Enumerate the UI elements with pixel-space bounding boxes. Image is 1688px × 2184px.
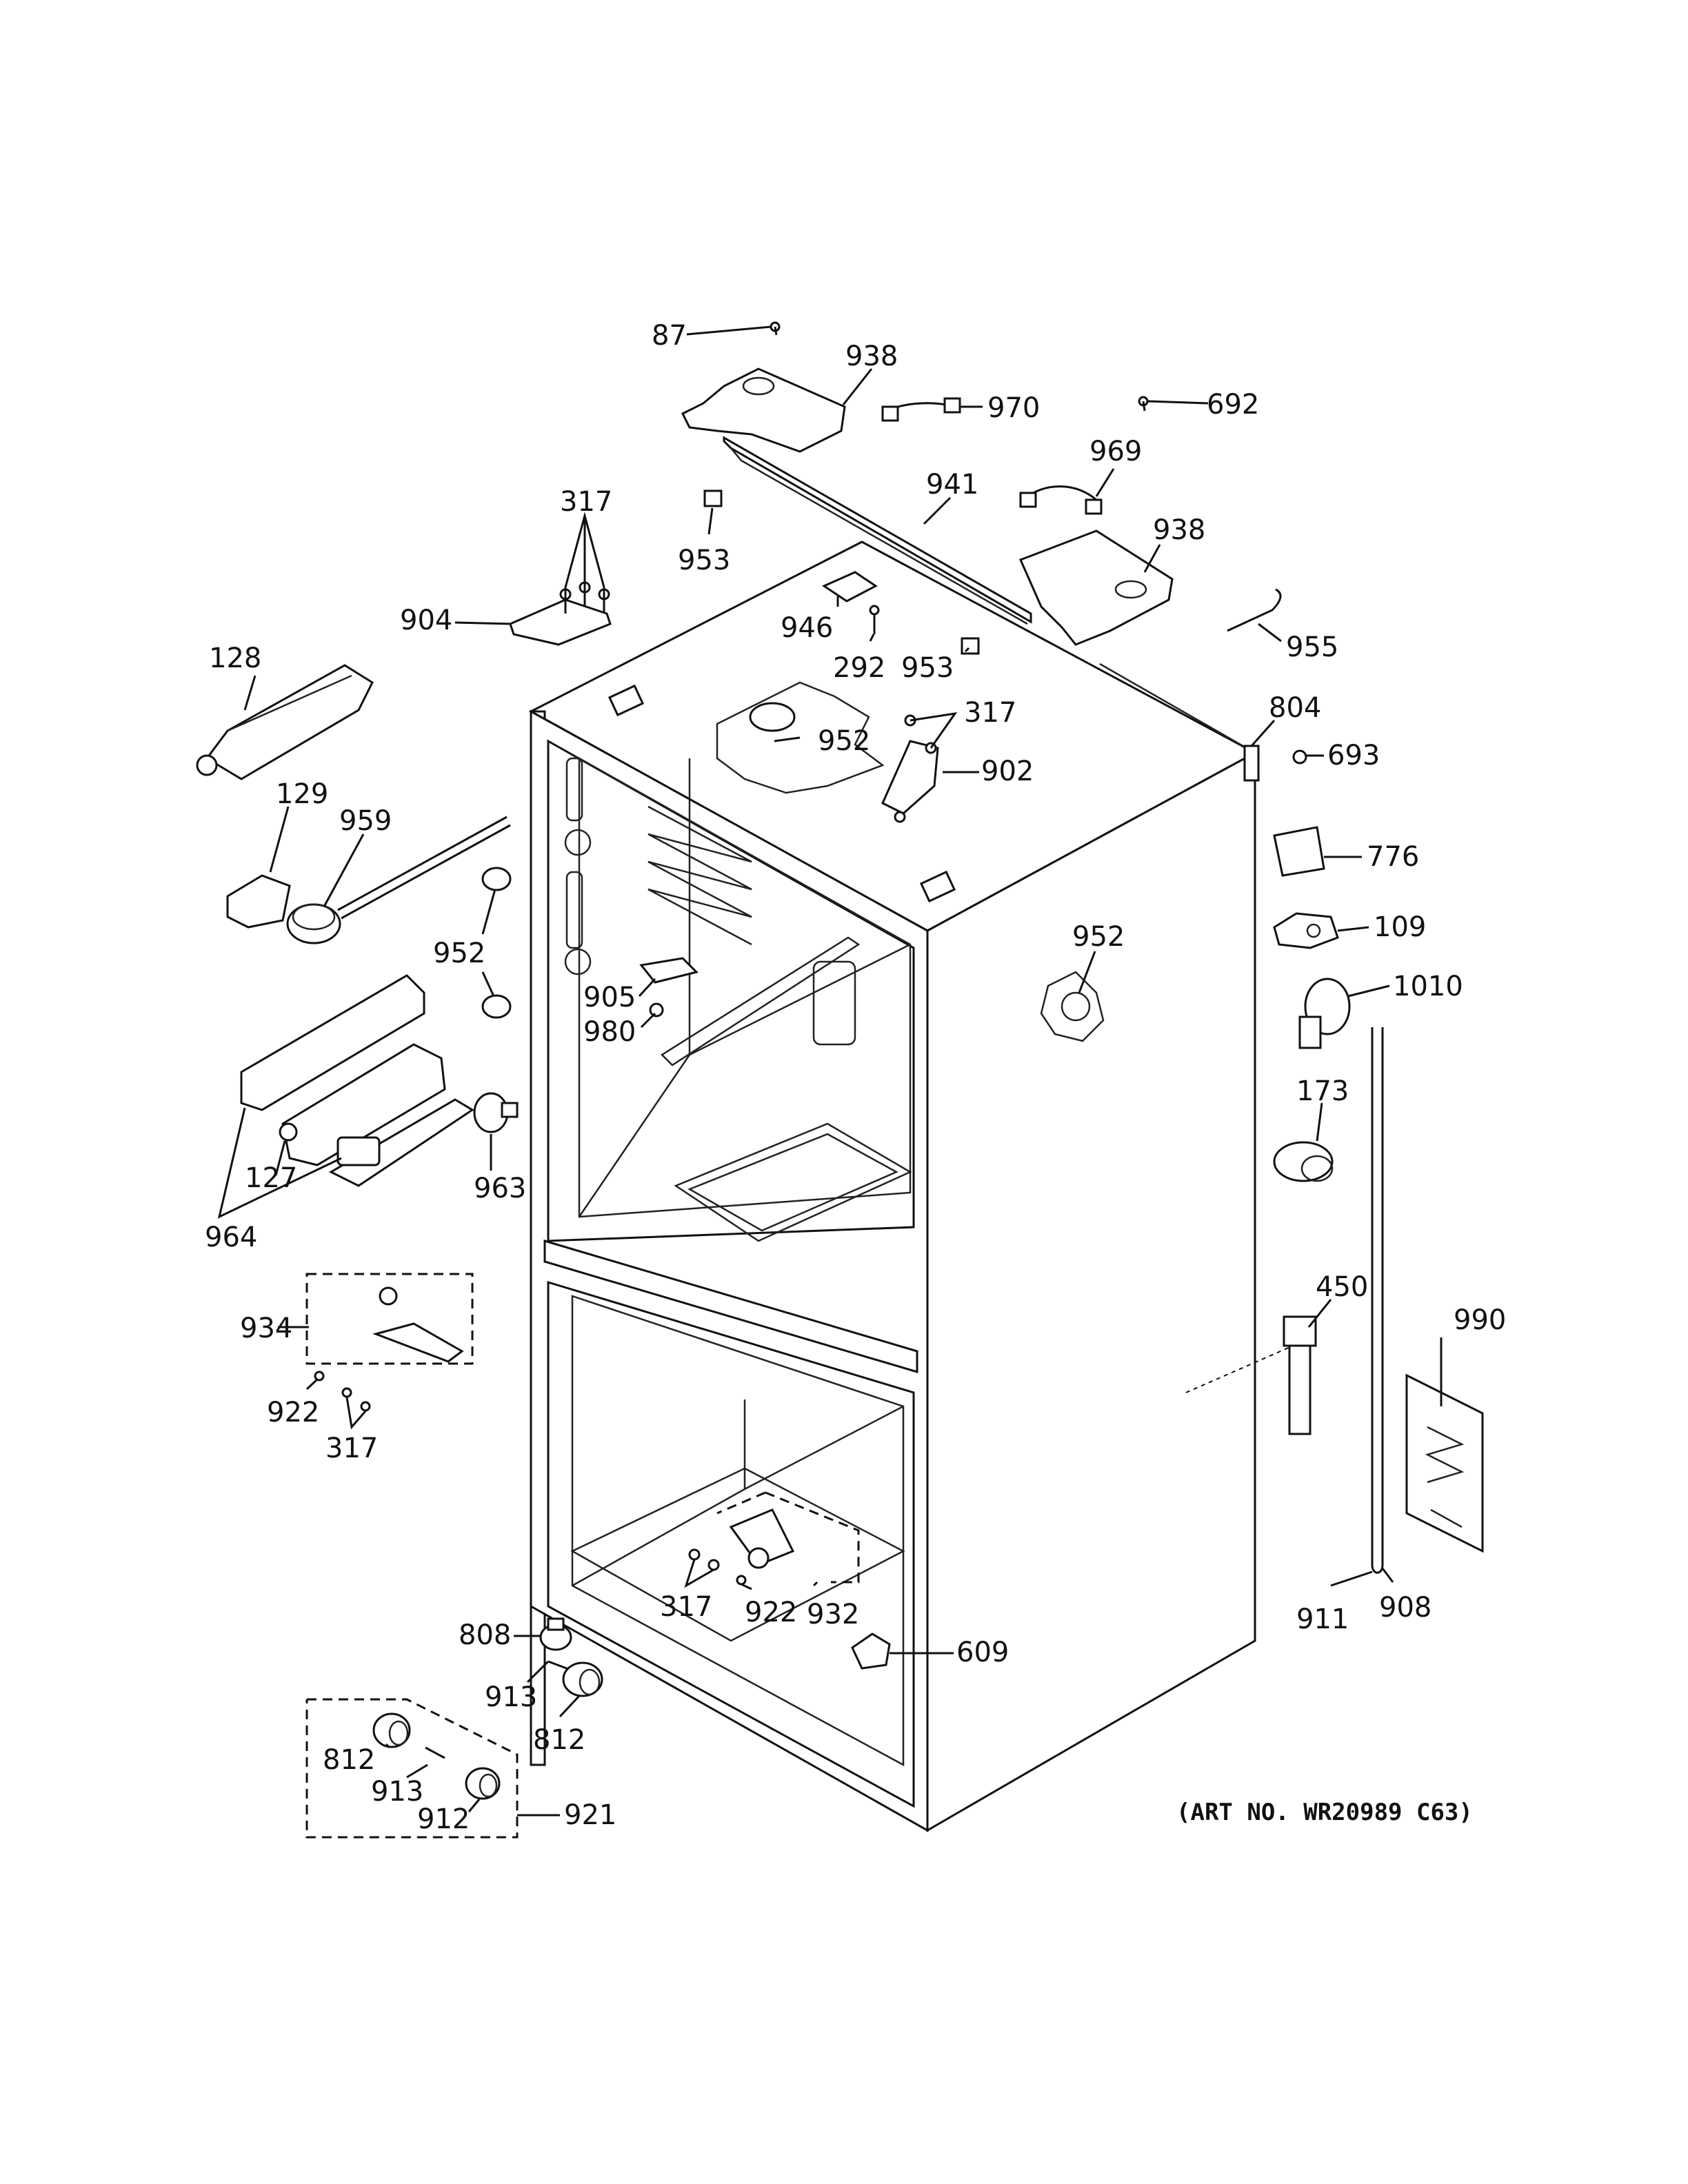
filter-cover-assembly: [240, 974, 519, 1187]
callout-938: 938: [1153, 514, 1205, 546]
callout-812: 812: [323, 1744, 375, 1776]
callout-955: 955: [1286, 631, 1338, 663]
callout-959: 959: [339, 805, 392, 837]
callout-808: 808: [459, 1619, 511, 1651]
callout-932: 932: [807, 1599, 859, 1630]
callout-953: 953: [901, 652, 954, 684]
callout-87: 87: [652, 320, 687, 352]
right-side-parts: [1243, 745, 1484, 1574]
callout-953: 953: [678, 545, 730, 576]
callout-913: 913: [371, 1776, 423, 1808]
hinge-assembly-left: [509, 580, 612, 646]
callout-990: 990: [1454, 1304, 1506, 1336]
callout-317: 317: [660, 1591, 712, 1623]
callout-934: 934: [240, 1313, 292, 1344]
art-number: (ART NO. WR20989 C63): [1176, 1799, 1473, 1826]
callout-812: 812: [533, 1724, 585, 1756]
callout-921: 921: [564, 1799, 616, 1831]
callout-913: 913: [485, 1681, 537, 1713]
callout-129: 129: [276, 778, 328, 810]
callout-902: 902: [981, 756, 1034, 787]
callout-128: 128: [209, 643, 261, 674]
callout-908: 908: [1379, 1592, 1431, 1624]
fan-bracket-905: [639, 957, 699, 1018]
refrigerator-cabinet: [528, 540, 1297, 1832]
callout-964: 964: [205, 1222, 257, 1253]
filter-head-valve: [226, 816, 511, 944]
callout-941: 941: [926, 469, 978, 501]
callout-692: 692: [1207, 389, 1259, 421]
callout-969: 969: [1089, 436, 1142, 467]
callout-317: 317: [325, 1433, 378, 1464]
callout-1010: 1010: [1393, 971, 1463, 1002]
callout-109: 109: [1374, 911, 1426, 943]
callout-609: 609: [956, 1637, 1009, 1668]
callout-980: 980: [583, 1016, 636, 1048]
callout-804: 804: [1269, 692, 1321, 724]
plugs-952: [481, 867, 512, 1019]
lower-parts: [305, 1273, 891, 1839]
callout-317: 317: [560, 486, 612, 518]
callout-904: 904: [400, 605, 452, 636]
callout-127: 127: [245, 1162, 297, 1194]
callout-938: 938: [845, 341, 898, 372]
callout-693: 693: [1327, 740, 1380, 771]
callout-946: 946: [781, 612, 833, 644]
control-bracket-assembly: [681, 321, 1282, 655]
callout-952: 952: [818, 725, 870, 757]
callout-450: 450: [1316, 1271, 1368, 1303]
callout-labels: 87 938 970 692 969 941 938 317 953 946 2…: [205, 320, 1506, 1835]
callout-912: 912: [417, 1803, 470, 1835]
callout-292: 292: [833, 652, 885, 684]
callout-911: 911: [1296, 1604, 1349, 1635]
callout-776: 776: [1367, 841, 1419, 873]
callout-173: 173: [1296, 1075, 1349, 1107]
callout-922: 922: [267, 1397, 319, 1428]
water-filter-housing: [196, 664, 374, 780]
callout-317: 317: [964, 697, 1016, 729]
hinge-assembly-right: [881, 714, 939, 823]
callout-922: 922: [745, 1597, 797, 1628]
leader-lines: [217, 325, 1443, 1817]
callout-905: 905: [583, 982, 636, 1013]
callout-970: 970: [987, 392, 1040, 424]
callout-952: 952: [1072, 921, 1125, 953]
callout-952: 952: [433, 938, 485, 969]
callout-963: 963: [474, 1173, 526, 1204]
